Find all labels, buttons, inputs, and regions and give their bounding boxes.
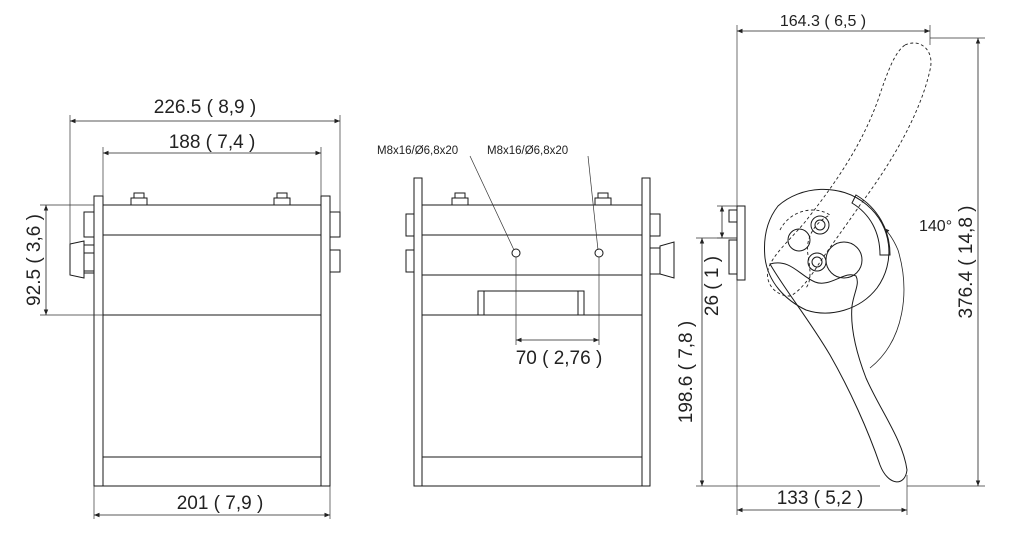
bottom-bar <box>102 456 322 487</box>
lever-closed-position <box>769 262 908 483</box>
base-width-label: 201 ( 7,9 ) <box>177 493 264 514</box>
lever-open-position <box>767 42 932 297</box>
hole-spacing-label: 70 ( 2,76 ) <box>516 348 603 369</box>
right-base-width-label: 133 ( 5,2 ) <box>777 488 864 509</box>
main-shaft <box>825 241 863 279</box>
height-label: 92.5 ( 3,6 ) <box>24 214 45 306</box>
overall-width-label: 226.5 ( 8,9 ) <box>154 97 256 118</box>
side-knob-right <box>329 211 341 273</box>
angle-arc <box>869 227 905 369</box>
hole-left <box>511 248 521 258</box>
hole-right <box>594 248 604 258</box>
mid-bolt-left <box>451 192 469 206</box>
mid-side-knob-left <box>405 213 415 273</box>
top-block <box>102 204 322 236</box>
screw-label-left: M8x16/Ø6,8x20 <box>377 145 458 157</box>
mid-left-plate <box>413 177 423 487</box>
clamp-body <box>102 234 322 316</box>
top-bolt-left <box>130 192 148 206</box>
lower-height-label: 198.6 ( 7,8 ) <box>676 321 697 423</box>
top-width-label: 164.3 ( 6,5 ) <box>780 13 866 30</box>
right-mount-plate <box>736 205 746 281</box>
mid-right-plate <box>641 177 651 487</box>
bolt-lower <box>807 252 827 272</box>
right-side-plate <box>320 195 331 487</box>
bolt-upper <box>810 215 830 235</box>
right-view: 140° 164.3 ( 6,5 ) 376.4 ( 14,8 ) 198.6 … <box>676 13 985 515</box>
side-knob-left <box>69 211 95 279</box>
top-bolt-right <box>273 192 291 206</box>
left-view: 226.5 ( 8,9 ) 188 ( 7,4 ) 201 ( 7,9 ) 92… <box>24 97 341 519</box>
screw-label-right: M8x16/Ø6,8x20 <box>487 145 568 157</box>
mid-side-knob-right <box>649 213 675 279</box>
offset-label: 26 ( 1 ) <box>702 256 723 316</box>
angle-label: 140° <box>919 218 952 235</box>
mid-slot <box>477 290 585 316</box>
left-side-plate <box>93 195 104 487</box>
cam-arc-slot <box>851 194 891 256</box>
pivot-hole <box>787 228 811 252</box>
total-height-label: 376.4 ( 14,8 ) <box>956 205 977 318</box>
mid-bottom-bar <box>421 456 643 487</box>
mid-top-block <box>421 204 643 236</box>
cam-body <box>764 188 890 314</box>
middle-view: M8x16/Ø6,8x20 M8x16/Ø6,8x20 70 ( 2,76 ) <box>377 145 675 487</box>
mid-bolt-right <box>594 192 612 206</box>
inner-width-label: 188 ( 7,4 ) <box>169 132 256 153</box>
